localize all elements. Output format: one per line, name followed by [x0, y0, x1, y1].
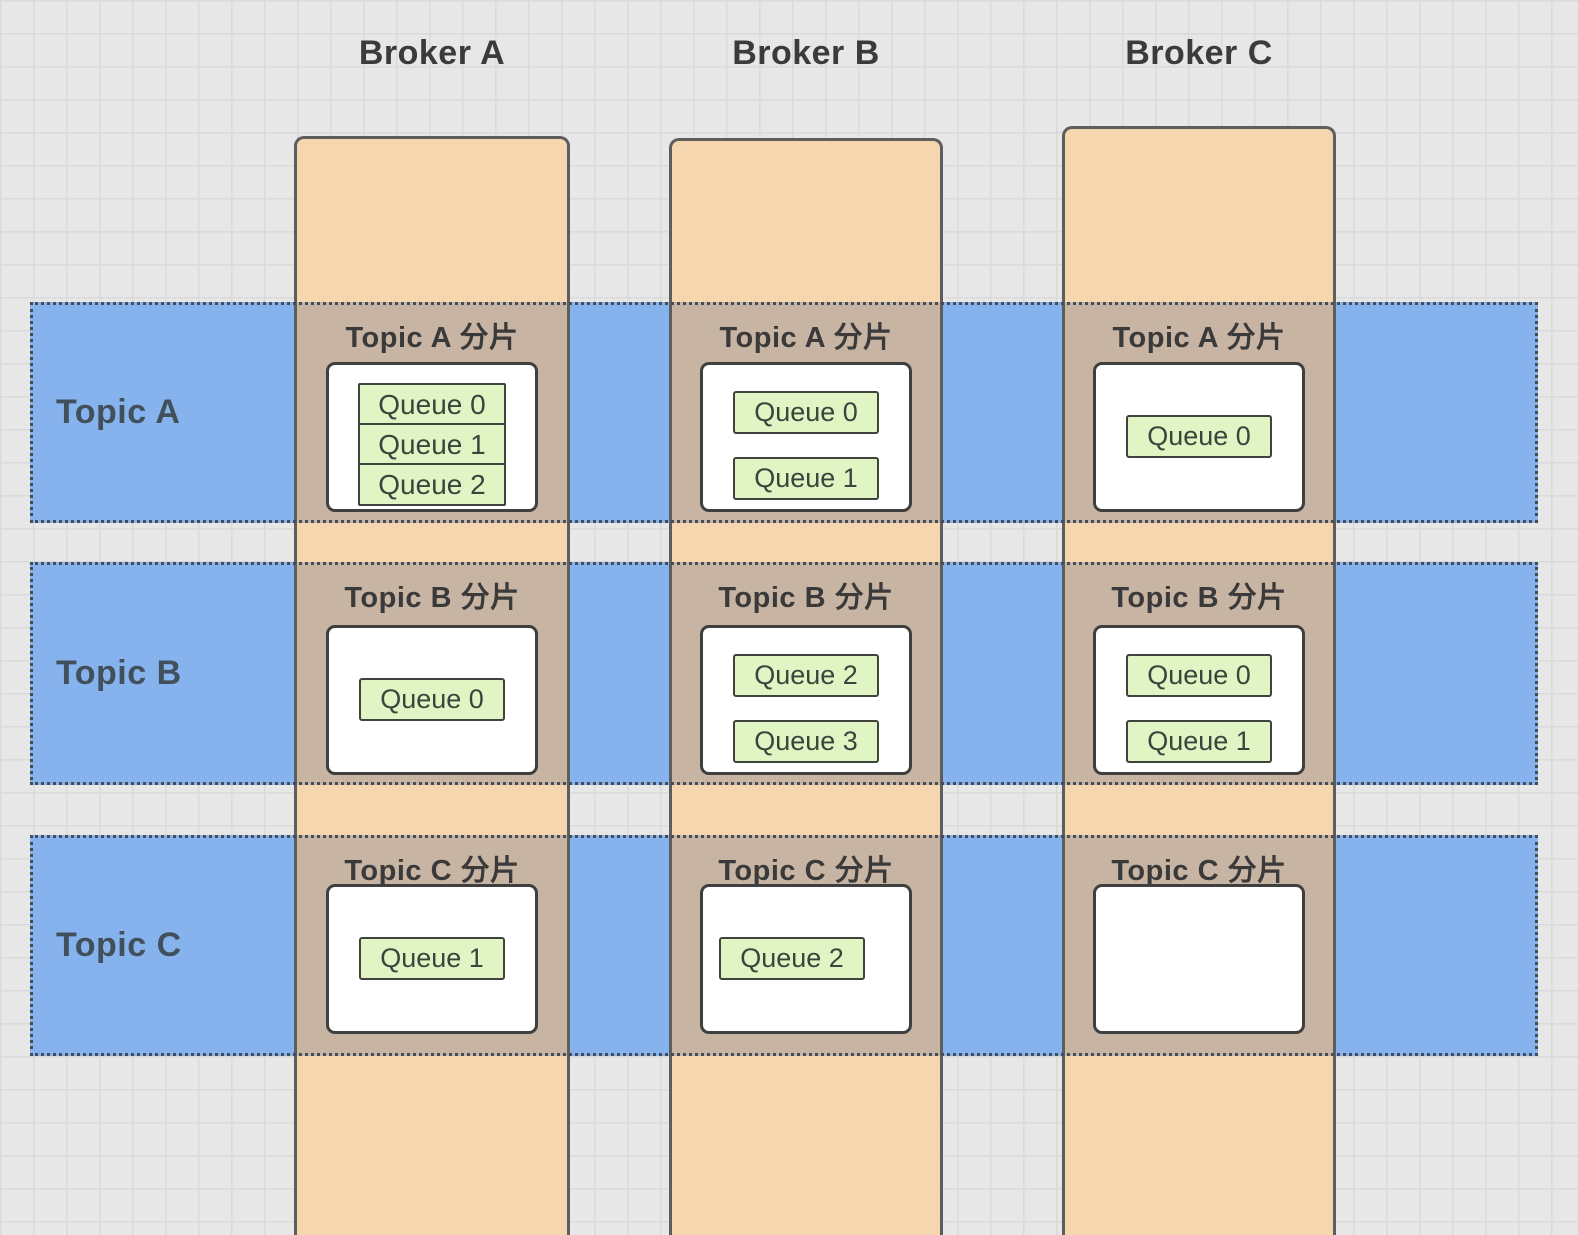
queue-box: Queue 1: [1126, 720, 1272, 763]
broker-header-b: Broker B: [732, 34, 880, 72]
queue-container-c-c: [1093, 884, 1305, 1034]
queue-box: Queue 2: [358, 463, 506, 506]
shard-label-b-c: Topic C 分片: [718, 855, 894, 887]
broker-header-a: Broker A: [358, 34, 506, 72]
shard-label-c-a: Topic A 分片: [1112, 322, 1286, 354]
queue-box: Queue 2: [733, 654, 879, 697]
queue-box: Queue 0: [359, 678, 505, 721]
queue-box: Queue 1: [359, 937, 505, 980]
topic-band-border-a: [30, 302, 1538, 523]
topic-label-b: Topic B: [56, 654, 182, 692]
topic-band-border-b: [30, 562, 1538, 785]
topic-label-c: Topic C: [56, 926, 182, 964]
queue-box: Queue 0: [358, 383, 506, 426]
queue-box: Queue 1: [733, 457, 879, 500]
broker-header-c: Broker C: [1125, 34, 1273, 72]
shard-label-c-b: Topic B 分片: [1111, 582, 1287, 614]
shard-label-b-a: Topic A 分片: [719, 322, 893, 354]
queue-box: Queue 1: [358, 423, 506, 466]
queue-box: Queue 3: [733, 720, 879, 763]
shard-label-a-a: Topic A 分片: [345, 322, 519, 354]
shard-label-b-b: Topic B 分片: [718, 582, 894, 614]
queue-box: Queue 0: [1126, 654, 1272, 697]
shard-label-c-c: Topic C 分片: [1111, 855, 1287, 887]
shard-label-a-c: Topic C 分片: [344, 855, 520, 887]
queue-box: Queue 0: [1126, 415, 1272, 458]
queue-box: Queue 0: [733, 391, 879, 434]
topic-band-border-c: [30, 835, 1538, 1056]
topic-label-a: Topic A: [56, 393, 181, 431]
queue-box: Queue 2: [719, 937, 865, 980]
shard-label-a-b: Topic B 分片: [344, 582, 520, 614]
